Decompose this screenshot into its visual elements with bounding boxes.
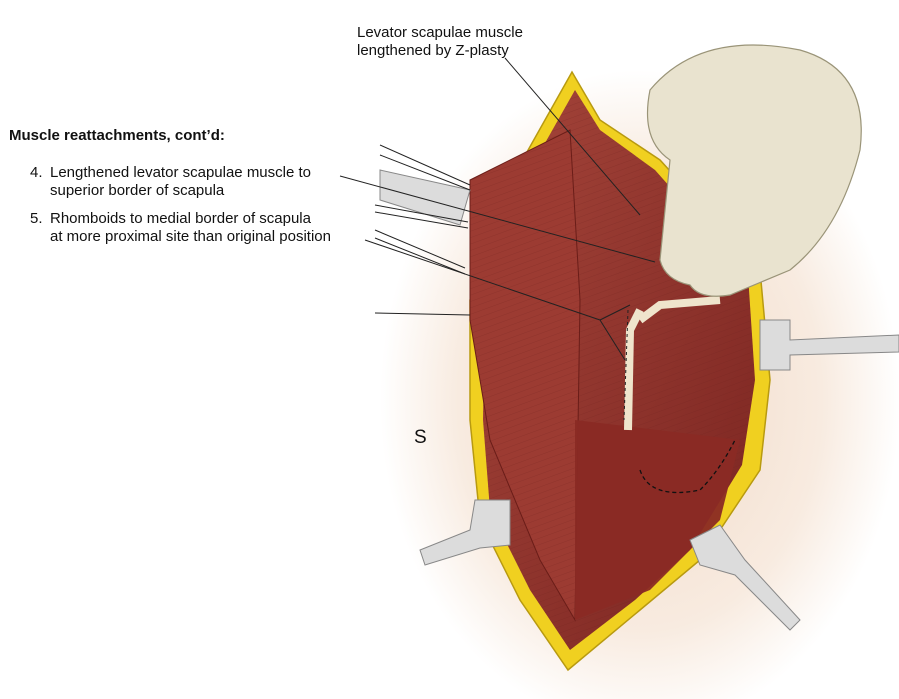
leader-lines xyxy=(339,57,656,361)
gloved-hand xyxy=(646,44,862,297)
levator-scapulae-label: Levator scapulae muscle lengthened by Z-… xyxy=(357,24,523,59)
list-item-4: 4.Lengthened levator scapulae muscle to … xyxy=(30,164,312,199)
item-number: 4. xyxy=(30,164,43,181)
superior-marker: S xyxy=(414,427,427,448)
dashed-outline xyxy=(639,439,736,494)
scapula-border xyxy=(624,296,721,431)
latissimus-muscle xyxy=(575,420,740,620)
list-item-5: 5.Rhomboids to medial border of scapula … xyxy=(30,210,331,245)
item-number: 5. xyxy=(30,210,43,227)
retractors xyxy=(379,169,899,631)
section-title: Muscle reattachments, cont’d: xyxy=(9,127,225,144)
